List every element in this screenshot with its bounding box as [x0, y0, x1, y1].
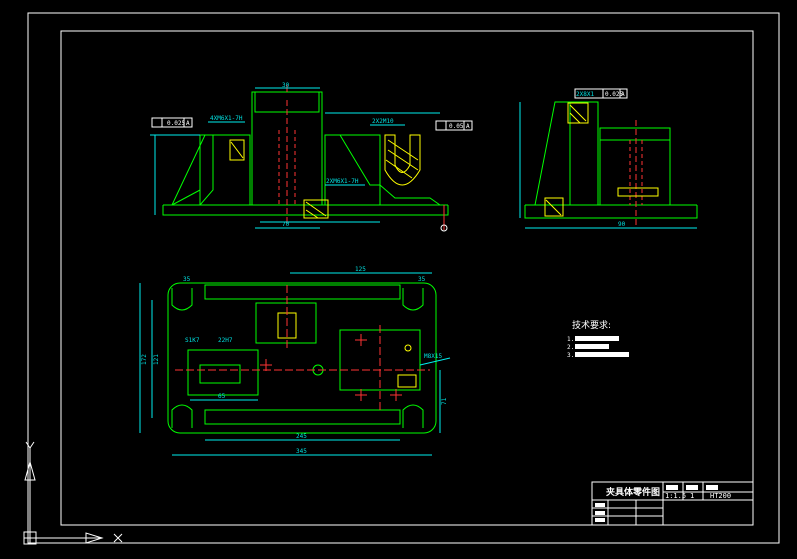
title-part-name: 夹具体零件图 — [606, 486, 660, 498]
side-tolerance: 0.025 — [605, 91, 623, 98]
title-block — [591, 481, 754, 526]
front-thread-right: 2X2M10 — [372, 118, 394, 125]
technical-requirements: 技术要求: 1. 2. 3. — [567, 319, 629, 359]
title-quantity: 1 — [690, 492, 694, 500]
sheet-inner-border — [60, 30, 754, 526]
front-dim-top: 30 — [282, 82, 290, 89]
side-view — [519, 88, 698, 229]
plan-dim-height-3: 71 — [441, 397, 448, 405]
front-tolerance-left: 0.025 — [167, 120, 185, 127]
front-thread-left: 4XM6X1-7H — [210, 115, 243, 122]
plan-fit-left: S1K7 — [185, 337, 200, 344]
front-tolerance-right-datum: A — [466, 123, 470, 130]
plan-dim-65: 65 — [218, 393, 226, 400]
side-dim-bottom: 90 — [618, 221, 626, 228]
title-material: HT200 — [710, 492, 731, 500]
tech-req-item-2: 2. — [567, 344, 574, 351]
plan-dim-inner: 245 — [296, 433, 307, 440]
plan-dim-height-1: 172 — [141, 354, 148, 365]
front-tolerance-right: 0.05 — [449, 123, 464, 130]
title-scale: 1:1.5 — [665, 492, 686, 500]
tech-req-item-1: 1. — [567, 336, 574, 343]
front-thread-bottom: 2XM6X1-7H — [326, 178, 359, 185]
plan-dim-height-2: 121 — [153, 354, 160, 365]
plan-dim-top: 125 — [355, 266, 366, 273]
plan-view — [139, 272, 451, 456]
tech-req-heading: 技术要求: — [572, 319, 611, 331]
plan-dim-overall: 345 — [296, 448, 307, 455]
plan-thread-label: M8X15 — [424, 353, 442, 360]
plan-dim-left: 35 — [183, 276, 191, 283]
front-view — [150, 85, 473, 232]
tech-req-text-3 — [575, 352, 629, 357]
sheet-outer-border — [27, 12, 780, 544]
side-thread: 2X8X1 — [576, 91, 594, 98]
tech-req-text-1 — [575, 336, 619, 341]
ucs-icon — [23, 441, 123, 545]
tech-req-text-2 — [575, 344, 609, 349]
tech-req-item-3: 3. — [567, 352, 574, 359]
plan-dim-right: 35 — [418, 276, 426, 283]
front-dim-bottom: 70 — [282, 221, 290, 228]
plan-fit-right: 22H7 — [218, 337, 233, 344]
front-tolerance-left-datum: A — [186, 120, 190, 127]
side-tolerance-datum: A — [621, 91, 625, 98]
